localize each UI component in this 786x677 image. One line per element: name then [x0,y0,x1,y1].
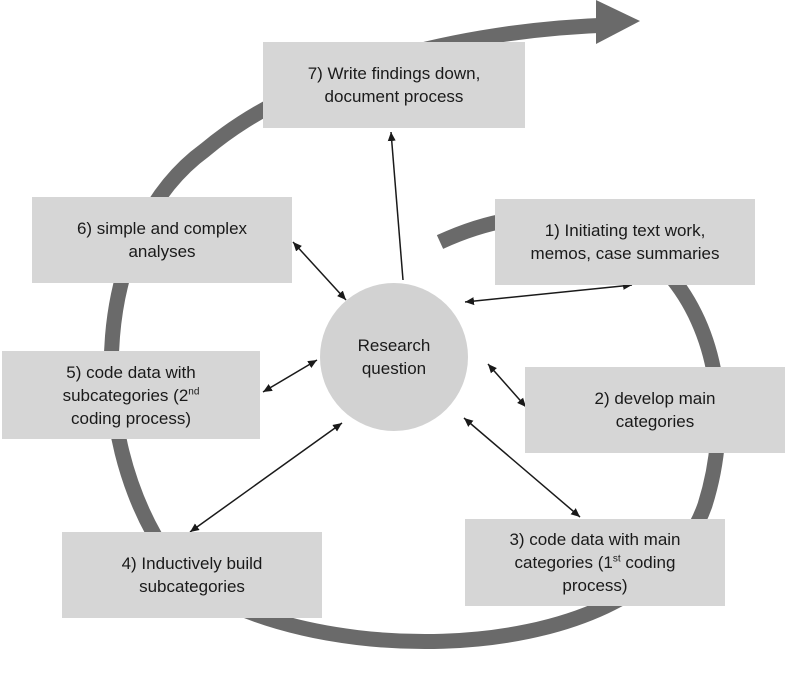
center-line-1: Research [357,336,431,355]
step-3-line-1: 3) code data with main [509,530,681,549]
step-4-line-2: subcategories [139,577,245,596]
step-2-box: 2) develop main categories [525,367,785,453]
step-7-line-2: document process [324,87,464,106]
step-6-line-1: 6) simple and complex [76,219,248,238]
step-7-line-1: 7) Write findings down, [307,64,481,83]
step-5-line-1: 5) code data with [66,362,196,382]
step-4-box: 4) Inductively build subcategories [62,532,322,618]
step-3-line-3: process) [562,576,628,595]
arrow-center-step-1 [464,281,633,306]
step-4-line-1: 4) Inductively build [121,554,263,573]
step-7-box: 7) Write findings down, document process [263,42,525,128]
spiral-arrowhead [596,0,640,44]
step-6-line-2: analyses [128,242,196,261]
step-5-line-3: coding process) [70,408,191,428]
step-2-line-2: categories [615,412,695,431]
step-1-box: 1) Initiating text work, memos, case sum… [495,199,755,285]
arrow-center-to-step-7 [387,131,404,281]
step-6-box: 6) simple and complex analyses [32,197,292,283]
step-3-line-2: categories (1st coding [514,553,676,572]
research-question-circle: Research question [320,283,468,431]
arrow-center-step-4 [189,422,343,533]
step-2-line-1: 2) develop main [594,389,716,408]
step-3-box: 3) code data with main categories (1st c… [465,519,725,606]
arrow-center-step-5 [262,359,318,393]
step-5-box: 5) code data with subcategories (2nd cod… [2,351,260,439]
arrow-center-step-3 [463,417,581,518]
arrow-center-step-2 [487,363,527,408]
step-1-line-2: memos, case summaries [530,244,720,263]
center-line-2: question [361,359,427,378]
step-1-line-1: 1) Initiating text work, [544,221,706,240]
arrow-center-step-6 [292,241,347,301]
step-5-line-2: subcategories (2nd [62,385,200,405]
